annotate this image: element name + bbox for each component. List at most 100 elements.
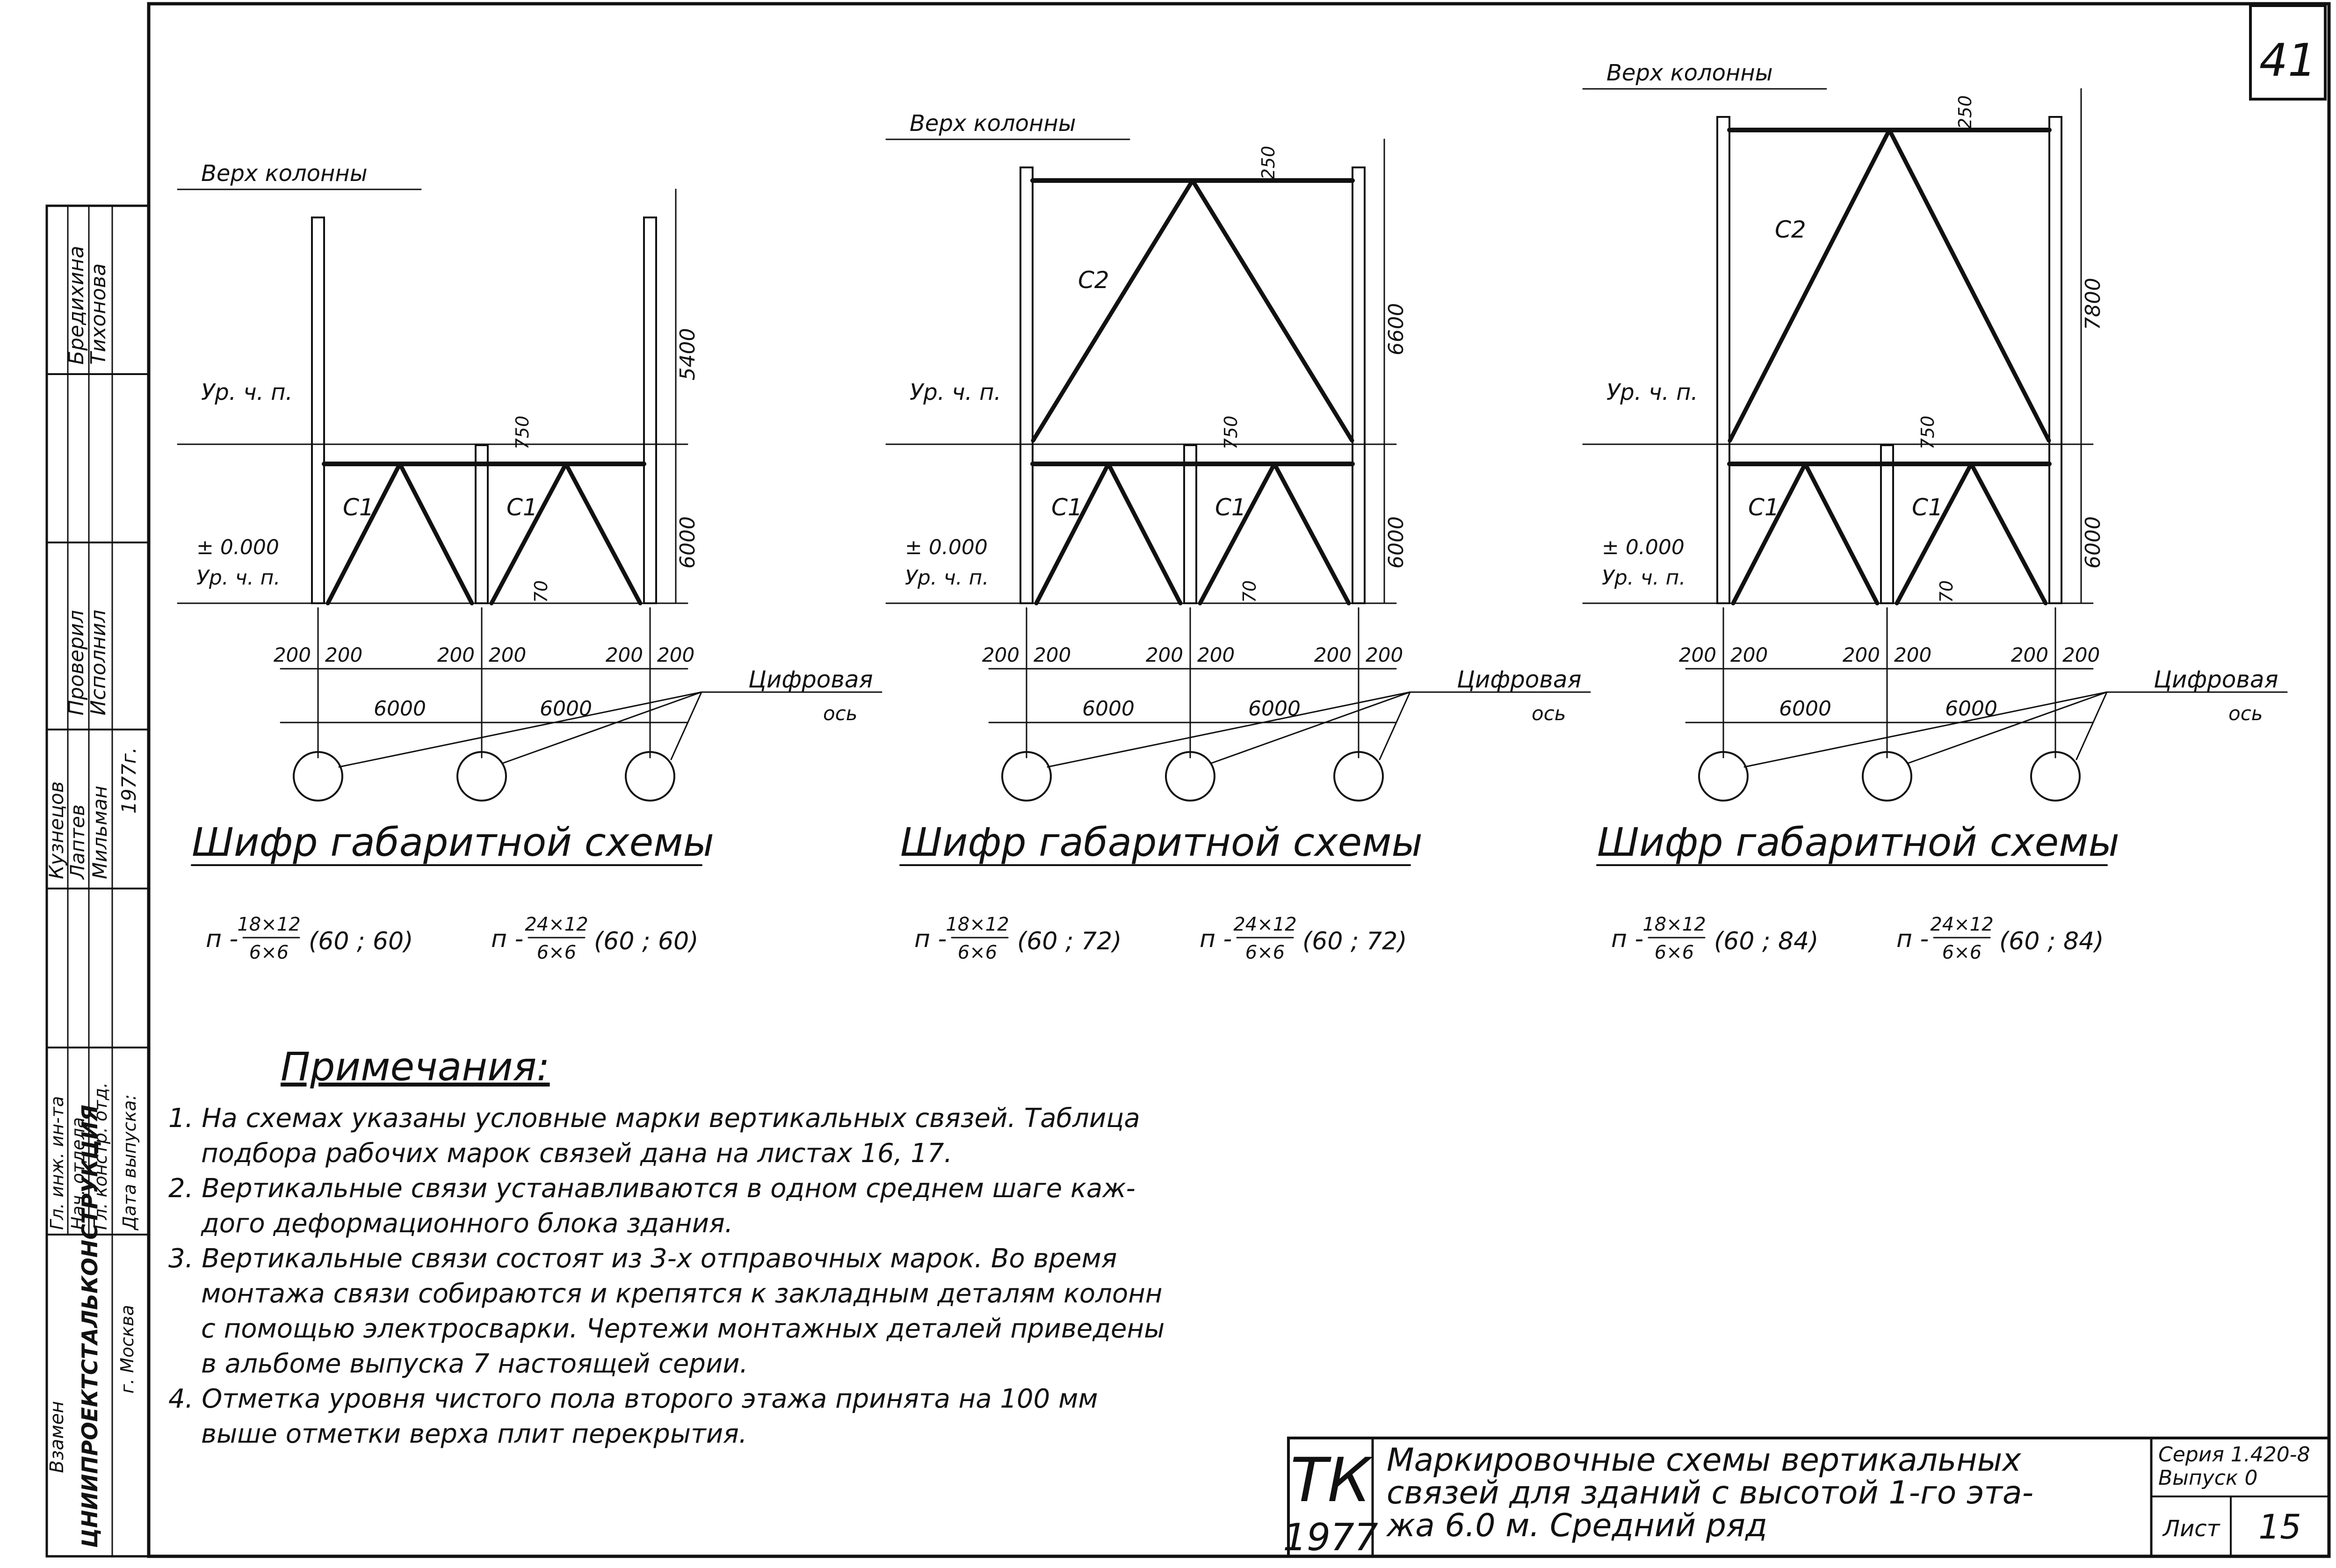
stamp-org: ЦНИИПРОЕКТСТАЛЬКОНСТРУКЦИЯ [77, 1105, 102, 1548]
dimension-upper: 6600 [1384, 303, 1408, 355]
brace-c1-label: С1 [1051, 494, 1083, 521]
axis-bubble-2 [1862, 751, 1912, 802]
dimension-250: 250 [1955, 95, 1975, 130]
axis-leader-3 [670, 691, 702, 760]
level-label-top: Верх колонны [201, 160, 368, 187]
brace-c1-right-1 [1803, 462, 1880, 606]
brace-c2-label: С2 [1078, 267, 1109, 294]
title-block [1287, 1437, 2330, 1558]
dimension-750: 750 [512, 416, 533, 450]
column-right [2048, 116, 2062, 604]
stamp-role-1: Гл. инж. ин-та [47, 1096, 67, 1230]
dimension-70: 70 [1936, 580, 1957, 603]
brace-c1-right-2 [1272, 462, 1351, 606]
cipher-a-prefix: п - [1611, 925, 1643, 953]
column-left [311, 217, 325, 604]
dimension-250: 250 [1258, 146, 1279, 180]
brace-c2-label: С2 [1775, 216, 1806, 243]
offset-dim-right: 200 [489, 643, 526, 666]
level-label-top: Верх колонны [1606, 60, 1773, 86]
brace-c2-right [1887, 128, 2051, 443]
offset-dim-right: 200 [1366, 643, 1403, 666]
stamp-role-2: Нач. отдела [68, 1117, 88, 1230]
cipher-a-prefix: п - [206, 925, 238, 953]
axis-label-axis: ось [1532, 702, 1566, 725]
cipher-a-param: (60 ; 60) [309, 927, 413, 955]
level-label-base: Ур. ч. п. [196, 566, 280, 590]
span-dim-2: 6000 [540, 697, 592, 721]
axis-leader-1 [1743, 691, 2108, 768]
axis-bubble-2 [1165, 751, 1215, 802]
offset-dim-right: 200 [1197, 643, 1235, 666]
offset-dim-left: 200 [274, 643, 311, 666]
drawing-title-line-2: связей для зданий с высотой 1-го эта- [1387, 1474, 2033, 1511]
brace-c2-left [1031, 178, 1195, 443]
cipher-a-denominator: 6×6 [1655, 942, 1694, 963]
axis-bubble-1 [1698, 751, 1749, 802]
offset-dim-left: 200 [1314, 643, 1352, 666]
note-line-8: в альбоме выпуска 7 настоящей серии. [201, 1349, 748, 1379]
cipher-b-denominator: 6×6 [1245, 942, 1285, 963]
note-line-4: дого деформационного блока здания. [201, 1208, 733, 1239]
cipher-a-numerator: 18×12 [946, 914, 1009, 935]
dimension-upper: 7800 [2081, 278, 2105, 330]
cipher-a-numerator: 18×12 [1642, 914, 1706, 935]
cipher-a-denominator: 6×6 [958, 942, 997, 963]
note-line-2: подбора рабочих марок связей дана на лис… [201, 1138, 952, 1169]
cipher-b-prefix: п - [1200, 925, 1232, 953]
stamp-role-3: Гл. констр. отд. [90, 1082, 111, 1230]
brace-c1-right-1 [398, 462, 474, 606]
drawing-title-line-3: жа 6.0 м. Средний ряд [1386, 1507, 1767, 1544]
level-label-top: Верх колонны [910, 110, 1076, 137]
note-line-5: 3. Вертикальные связи состоят из 3-х отп… [168, 1243, 1117, 1274]
offset-dim-left: 200 [2011, 643, 2048, 666]
column-left [1020, 166, 1034, 604]
cipher-b-param: (60 ; 72) [1302, 927, 1407, 955]
brace-c2-right [1190, 178, 1354, 443]
cipher-a-param: (60 ; 72) [1017, 927, 1122, 955]
note-line-7: с помощью электросварки. Чертежи монтажн… [201, 1314, 1164, 1344]
list-label: Лист [2162, 1516, 2221, 1542]
stamp-name-1: Кузнецов [45, 781, 68, 879]
cipher-b-numerator: 24×12 [1233, 914, 1296, 935]
column-middle [1183, 444, 1197, 604]
note-line-6: монтажа связи собираются и крепятся к за… [201, 1279, 1162, 1309]
axis-label-digital: Цифровая [1457, 666, 1582, 693]
note-line-10: выше отметки верха плит перекрытия. [201, 1419, 747, 1449]
brace-c1-label: С1 [506, 494, 538, 521]
stamp-name-3: Мильман [88, 786, 111, 879]
cipher-a-denominator: 6×6 [249, 942, 289, 963]
span-dim-2: 6000 [1945, 697, 1997, 721]
dimension-750: 750 [1221, 416, 1241, 450]
cipher-title: Шифр габаритной схемы [192, 819, 714, 865]
note-line-9: 4. Отметка уровня чистого пола второго э… [168, 1384, 1098, 1414]
stamp-name-2: Лаптев [66, 804, 89, 880]
span-dim-2: 6000 [1248, 697, 1301, 721]
stamp-date: 1977г. [117, 747, 140, 814]
axis-bubble-3 [1333, 751, 1384, 802]
cipher-b-denominator: 6×6 [1942, 942, 1982, 963]
column-middle [1880, 444, 1894, 604]
offset-dim-left: 200 [982, 643, 1020, 666]
level-label-base: Ур. ч. п. [905, 566, 989, 590]
stamp-management-block: Кузнецов Лаптев Мильман 1977г. Гл. инж. … [45, 747, 140, 1231]
axis-bubble-3 [625, 751, 675, 802]
brace-c1-label: С1 [1215, 494, 1246, 521]
level-label-zero: ± 0.000 [196, 535, 279, 559]
span-dim-1: 6000 [1779, 697, 1831, 721]
axis-leader-2 [1210, 691, 1411, 764]
title-logo-year: 1977 [1283, 1516, 1378, 1559]
brace-c1-label: С1 [343, 494, 374, 521]
list-number: 15 [2258, 1507, 2301, 1546]
offset-dim-right: 200 [1034, 643, 1071, 666]
side-stamp [45, 204, 150, 1558]
stamp-checked-name-1: Бредихина [65, 246, 88, 365]
cipher-title: Шифр габаритной схемы [900, 819, 1423, 865]
axis-label-digital: Цифровая [2154, 666, 2278, 693]
cipher-b-numerator: 24×12 [525, 914, 588, 935]
cipher-title: Шифр габаритной схемы [1597, 819, 2119, 865]
